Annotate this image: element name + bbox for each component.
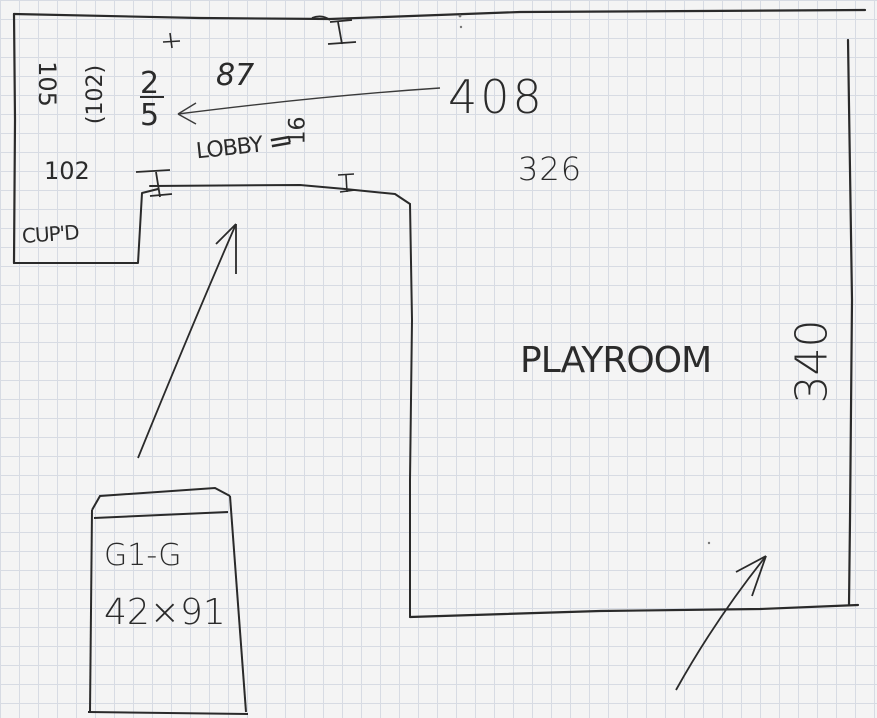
fraction-numerator: 2 bbox=[140, 66, 160, 101]
lobby-dimension-16: 16 bbox=[285, 116, 311, 145]
detail-box bbox=[87, 486, 249, 715]
dimension-arrow-408 bbox=[177, 87, 441, 125]
small-plus-mark bbox=[162, 32, 181, 49]
door-marker-top bbox=[311, 15, 357, 45]
dimension-326: 326 bbox=[518, 150, 583, 188]
door-marker-lobby-left bbox=[135, 169, 173, 198]
left-number-102: 102 bbox=[44, 157, 90, 185]
lobby-wall bbox=[149, 184, 411, 205]
room-label-playroom: PLAYROOM bbox=[520, 340, 712, 381]
fraction-denominator: 5 bbox=[140, 98, 160, 133]
top-wall bbox=[12, 8, 867, 21]
left-number-105: 105 bbox=[32, 61, 61, 107]
arrow-to-playroom bbox=[675, 555, 767, 691]
bottom-wall bbox=[408, 603, 860, 619]
cupboard-label: CUP'D bbox=[21, 220, 80, 248]
right-wall bbox=[846, 38, 854, 607]
fraction-bar bbox=[140, 96, 164, 98]
arrow-to-corridor bbox=[137, 223, 237, 459]
inner-partition-wall bbox=[409, 203, 413, 618]
dimension-340: 340 bbox=[786, 319, 838, 404]
detail-line-1: G1-G bbox=[104, 538, 182, 573]
dimension-408: 408 bbox=[448, 70, 545, 124]
left-wall bbox=[12, 12, 17, 265]
detail-line-2: 42×91 bbox=[104, 592, 226, 633]
dimension-87: 87 bbox=[216, 58, 255, 93]
door-marker-lobby-right bbox=[337, 173, 356, 193]
cupboard-wall bbox=[13, 188, 159, 264]
left-number-102-paren: (102) bbox=[83, 64, 109, 125]
